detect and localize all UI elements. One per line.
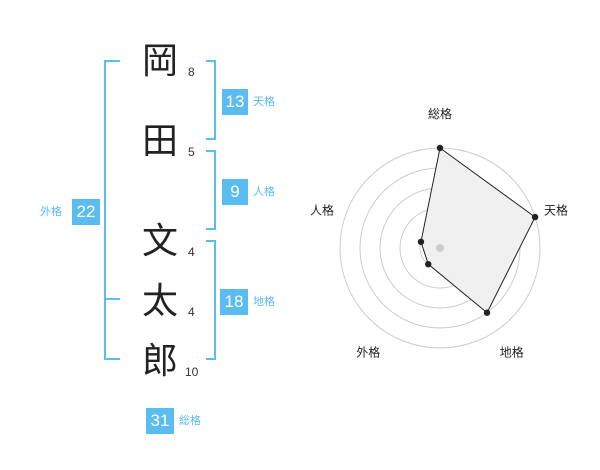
radar-axis-label-2: 天格	[544, 202, 568, 217]
radar-point-3	[483, 309, 491, 316]
radar-axis-label-4: 外格	[356, 345, 380, 360]
radar-center	[436, 244, 444, 252]
soukaku-label: 総格	[179, 414, 201, 427]
jinkaku-badge: 9	[222, 179, 248, 205]
stroke-count-5: 10	[185, 365, 199, 379]
name-char-5: 郎	[141, 341, 178, 382]
stroke-count-3: 4	[188, 245, 195, 259]
stroke-count-2: 5	[188, 145, 195, 159]
tenkaku-label: 天格	[253, 95, 275, 108]
radar-area	[420, 147, 536, 314]
stroke-count-1: 8	[188, 65, 195, 79]
radar-point-2	[531, 213, 539, 221]
name-char-2: 田	[141, 121, 178, 162]
radar-axis-label-3: 地格	[500, 345, 524, 360]
stroke-count-4: 4	[188, 305, 195, 319]
chikaku-label: 地格	[253, 295, 275, 308]
gaikaku-label: 外格	[40, 205, 62, 218]
gaikaku-badge: 22	[72, 199, 100, 225]
name-char-4: 太	[141, 281, 178, 322]
name-char-1: 岡	[141, 41, 178, 82]
radar-point-1	[436, 144, 444, 152]
radar-axis-label-1: 総格	[428, 106, 452, 121]
radar-point-4	[425, 260, 432, 268]
name-char-3: 文	[141, 221, 178, 262]
radar-axis-label-5: 人格	[310, 202, 334, 217]
tenkaku-badge: 13	[222, 89, 248, 115]
soukaku-badge: 31	[146, 408, 174, 434]
radar-point-5	[417, 238, 425, 246]
chikaku-badge: 18	[220, 289, 248, 315]
jinkaku-label: 人格	[253, 185, 275, 198]
